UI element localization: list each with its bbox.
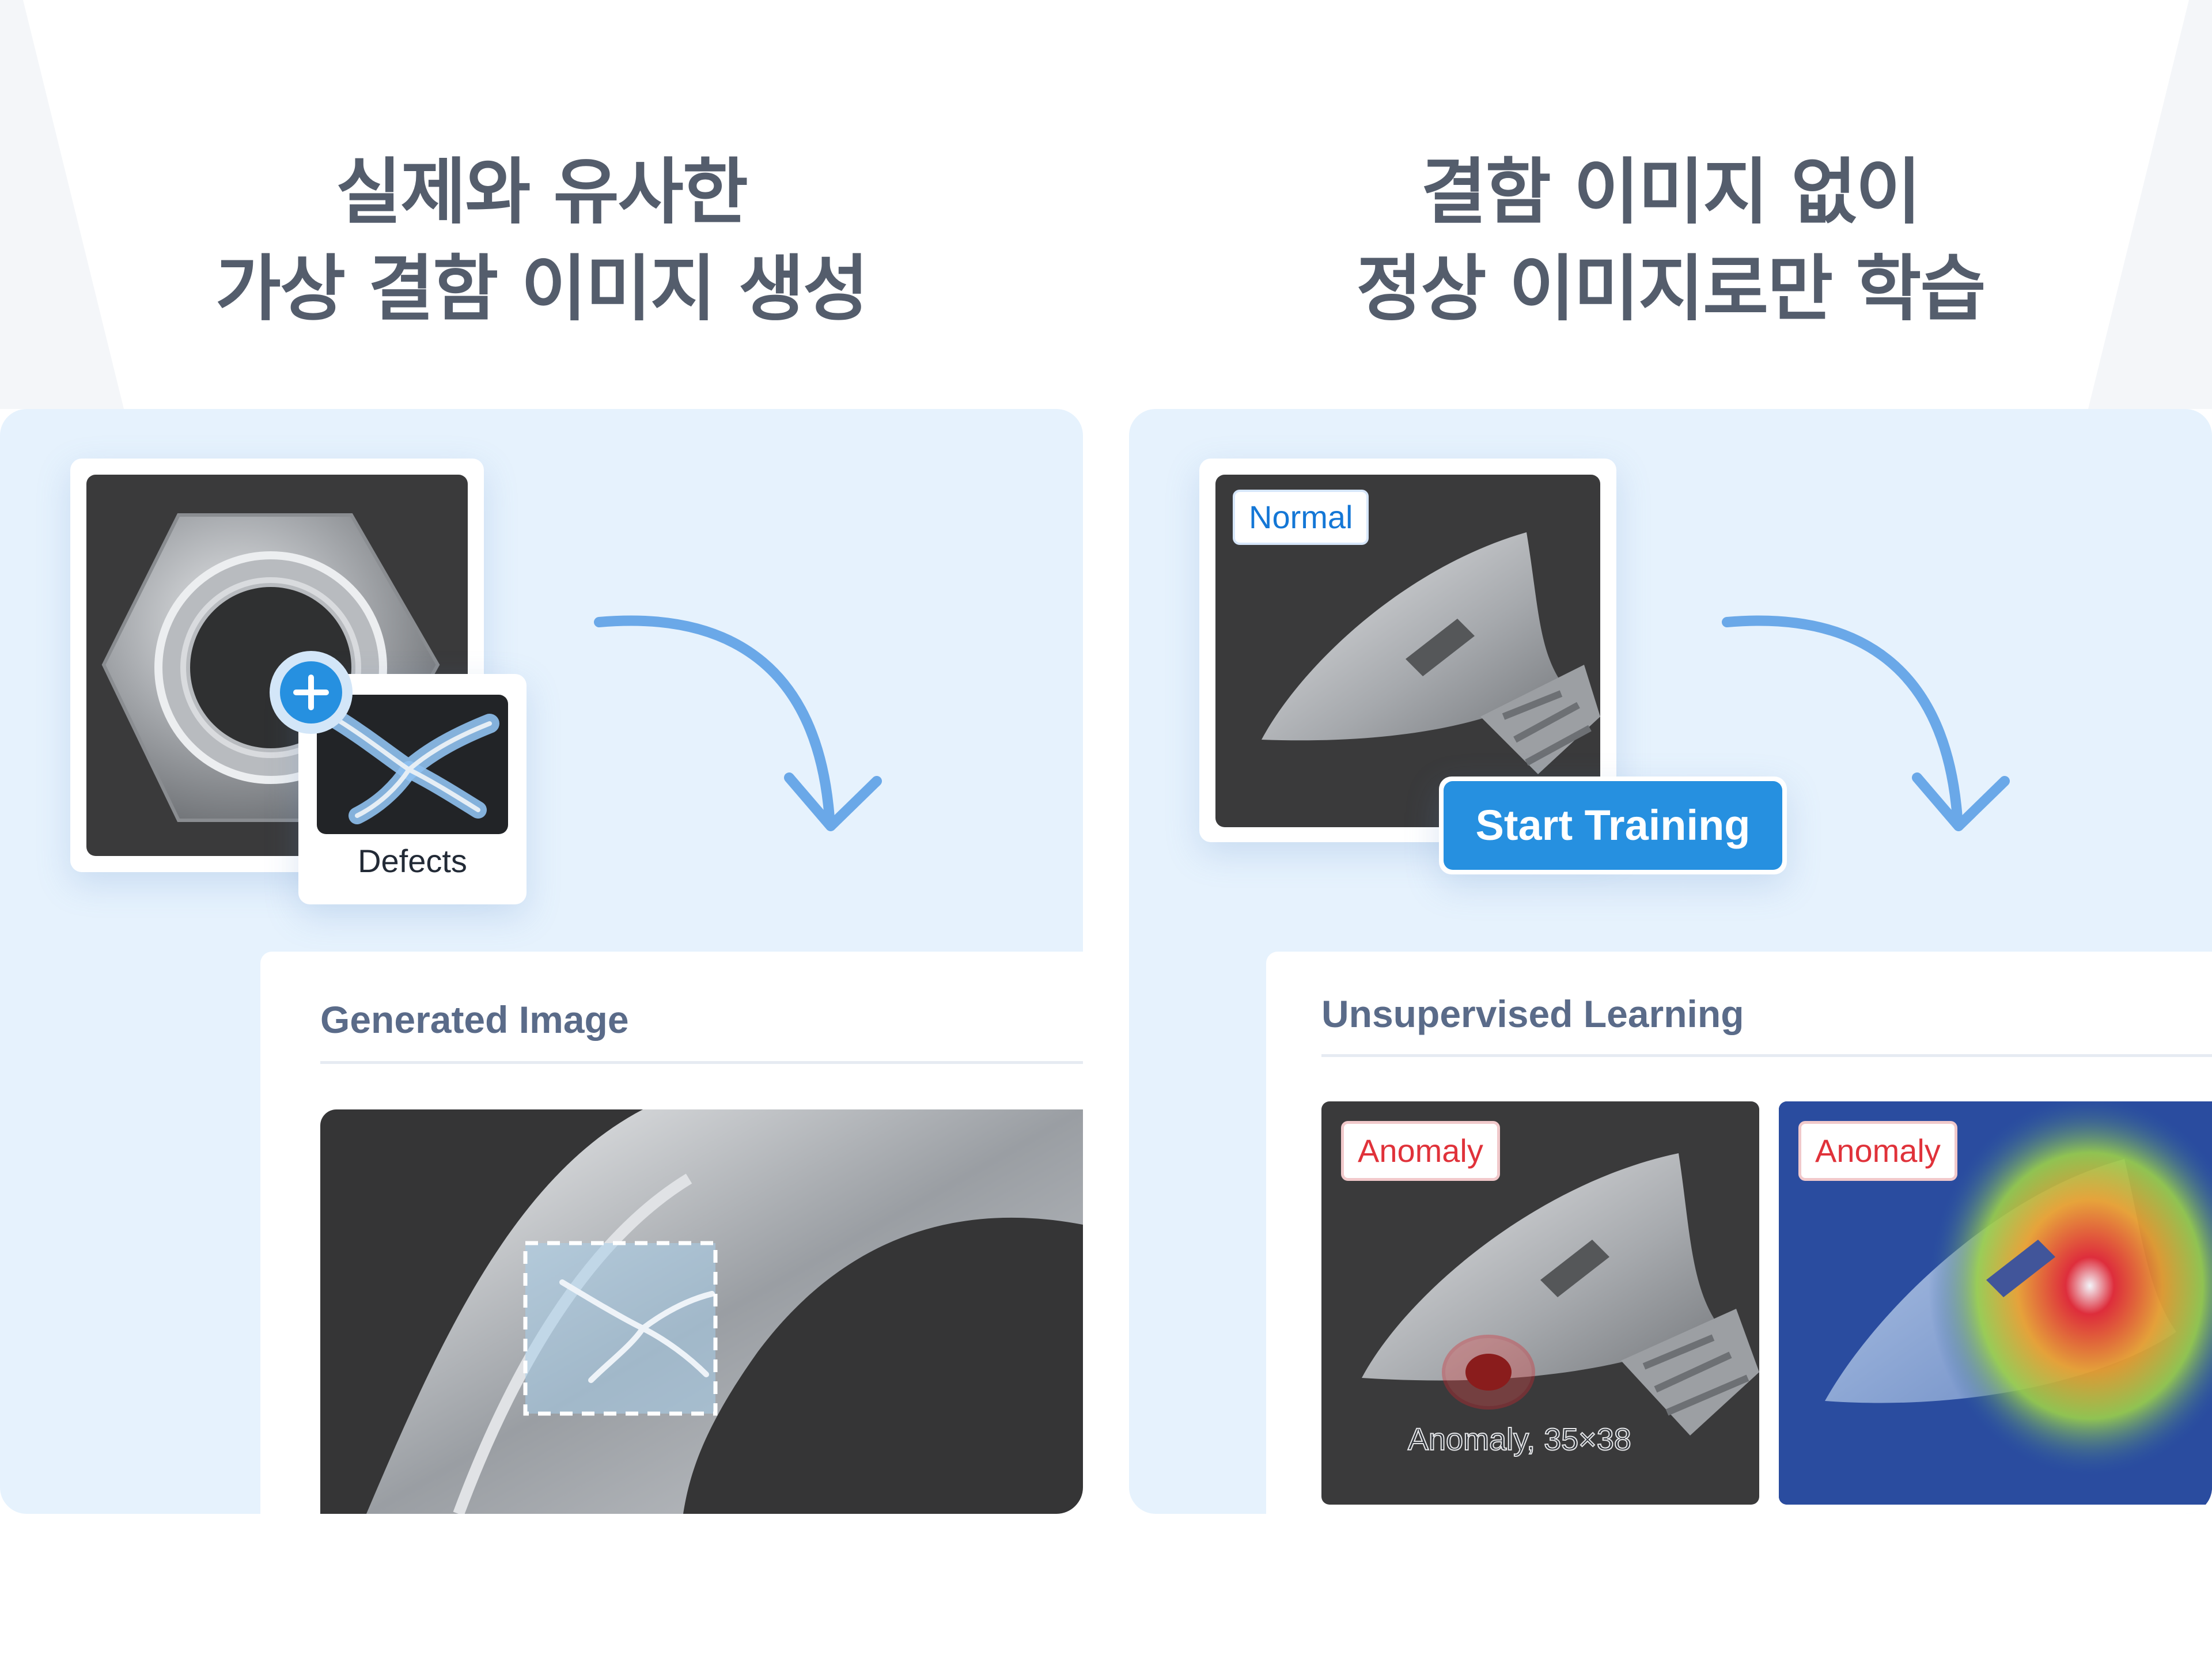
left-headline-line-2: 가상 결함 이미지 생성 xyxy=(215,248,869,331)
start-training-button-frame: Start Training xyxy=(1439,777,1787,874)
plus-icon xyxy=(270,651,353,734)
unsupervised-title: Unsupervised Learning xyxy=(1321,993,1744,1035)
generated-image-card: Generated Image xyxy=(260,952,1083,1514)
right-headline-line-2: 정상 이미지로만 학습 xyxy=(1356,248,1986,331)
generated-divider xyxy=(320,1061,1083,1064)
left-panel: Defects Generated Image xyxy=(0,409,1083,1514)
right-headline: 결함 이미지 없이 정상 이미지로만 학습 xyxy=(1129,144,2212,338)
anomaly-tag-1: Anomaly xyxy=(1341,1121,1500,1181)
left-headline: 실제와 유사한 가상 결함 이미지 생성 xyxy=(0,144,1083,338)
left-headline-line-1: 실제와 유사한 xyxy=(336,151,748,234)
generated-image-title: Generated Image xyxy=(320,998,629,1041)
unsupervised-card: Unsupervised Learning Anomaly, xyxy=(1266,952,2212,1514)
start-training-button[interactable]: Start Training xyxy=(1444,781,1782,870)
unsupervised-divider xyxy=(1321,1054,2212,1057)
right-panel: Normal Start Training Unsupervised Learn… xyxy=(1129,409,2212,1514)
defects-label: Defects xyxy=(358,843,467,879)
anomaly-image-heatmap: Anomaly xyxy=(1779,1101,2212,1505)
generated-image xyxy=(320,1109,1083,1514)
anomaly-tag-2: Anomaly xyxy=(1798,1121,1957,1181)
anomaly-caption: Anomaly, 35×38 xyxy=(1407,1422,1632,1457)
normal-tag: Normal xyxy=(1233,490,1369,545)
normal-image-card: Normal xyxy=(1199,459,1616,842)
anomaly-image-outline: Anomaly, 35×38 Anomaly xyxy=(1321,1101,1759,1505)
defect-sample-image xyxy=(317,695,508,834)
curved-arrow-icon xyxy=(594,615,882,831)
curved-arrow-icon xyxy=(1722,615,2010,831)
right-headline-line-1: 결함 이미지 없이 xyxy=(1421,151,1922,234)
